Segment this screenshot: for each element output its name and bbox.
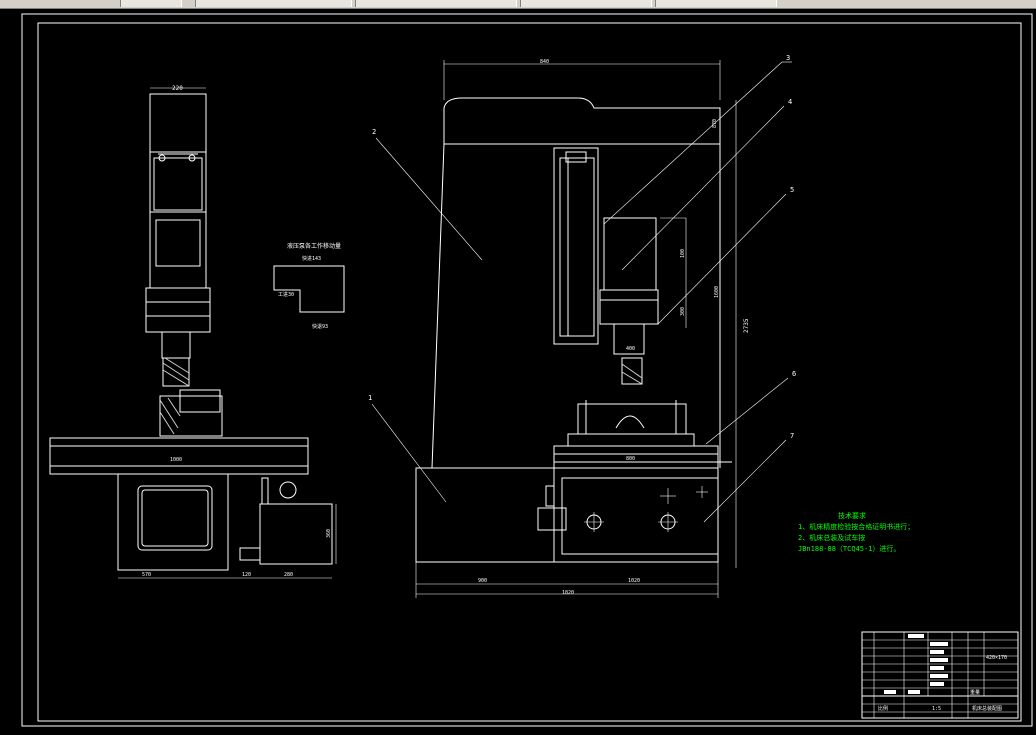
dim-text: 300: [680, 307, 686, 316]
dim-text: 570: [142, 572, 151, 578]
toolbar-strip: [0, 0, 1036, 9]
part-number-leaders: 1 2 3 4 5 6 7: [368, 54, 796, 523]
dim-text: 400: [626, 346, 635, 352]
front-view: 840 2735 870 1600 100 300 400 800: [415, 59, 750, 598]
part-number: 7: [790, 432, 794, 440]
scale-label: 比例: [878, 705, 888, 712]
outer-border: [21, 13, 1033, 727]
dim-text: 280: [284, 572, 293, 578]
dim-text: 800: [626, 456, 635, 462]
part-number: 5: [790, 186, 794, 194]
toolbar-dropdown[interactable]: [195, 0, 352, 7]
dim-text: 1020: [628, 578, 640, 584]
dim-text: 2735: [743, 318, 750, 333]
drawing-name: 机床总装配图: [972, 705, 1002, 712]
title-block-code: 420×170: [986, 655, 1007, 661]
part-number: 2: [372, 128, 376, 136]
scale-value: 1:5: [932, 706, 941, 712]
tech-req-line: JBn188-88（TCQ45-1）进行。: [798, 544, 900, 553]
dim-text: 1820: [562, 590, 574, 596]
toolbar-dropdown[interactable]: [520, 0, 652, 7]
part-number: 4: [788, 98, 792, 106]
callout-label: 工进30: [278, 291, 294, 298]
status-bar: [0, 730, 1036, 735]
dim-text: 120: [242, 572, 251, 578]
tech-req-line: 2、机床总装及试车按: [798, 533, 865, 542]
toolbar-dropdown[interactable]: [655, 0, 777, 7]
dim-text: 900: [478, 578, 487, 584]
callout-label: 快退93: [312, 323, 328, 330]
toolbar-button[interactable]: [120, 0, 182, 7]
callout-title: 液压泵各工作移动量: [287, 242, 341, 250]
dim-text: 840: [540, 59, 549, 65]
dim-text: 220: [172, 85, 183, 92]
dim-text: 1000: [170, 457, 182, 463]
part-number: 1: [368, 394, 372, 402]
weight-label: 重量: [970, 689, 980, 696]
inner-border: [37, 22, 1022, 722]
dim-text: 1600: [714, 286, 720, 298]
dim-text: 100: [680, 249, 686, 258]
part-number: 6: [792, 370, 796, 378]
toolbar-dropdown[interactable]: [355, 0, 517, 7]
side-view: 220 1000 570 120 280 360: [49, 85, 337, 579]
callout-label: 快进143: [302, 255, 321, 262]
tech-req-line: 1、机床精度检验按合格证明书进行；: [798, 522, 914, 531]
stroke-callout: 液压泵各工作移动量 快进143 工进30 快退93: [273, 242, 345, 330]
tech-req-title: 技术要求: [838, 511, 866, 520]
technical-requirements: 技术要求 1、机床精度检验按合格证明书进行； 2、机床总装及试车按 JBn188…: [798, 511, 914, 553]
dim-text: 870: [712, 119, 718, 128]
title-block: 420×170 重量 比例 1:5 机床总装配图: [861, 631, 1019, 719]
cad-drawing-canvas[interactable]: 220 1000 570 120 280 360: [0, 8, 1036, 730]
part-number: 3: [786, 54, 790, 62]
dim-text: 360: [326, 529, 332, 538]
